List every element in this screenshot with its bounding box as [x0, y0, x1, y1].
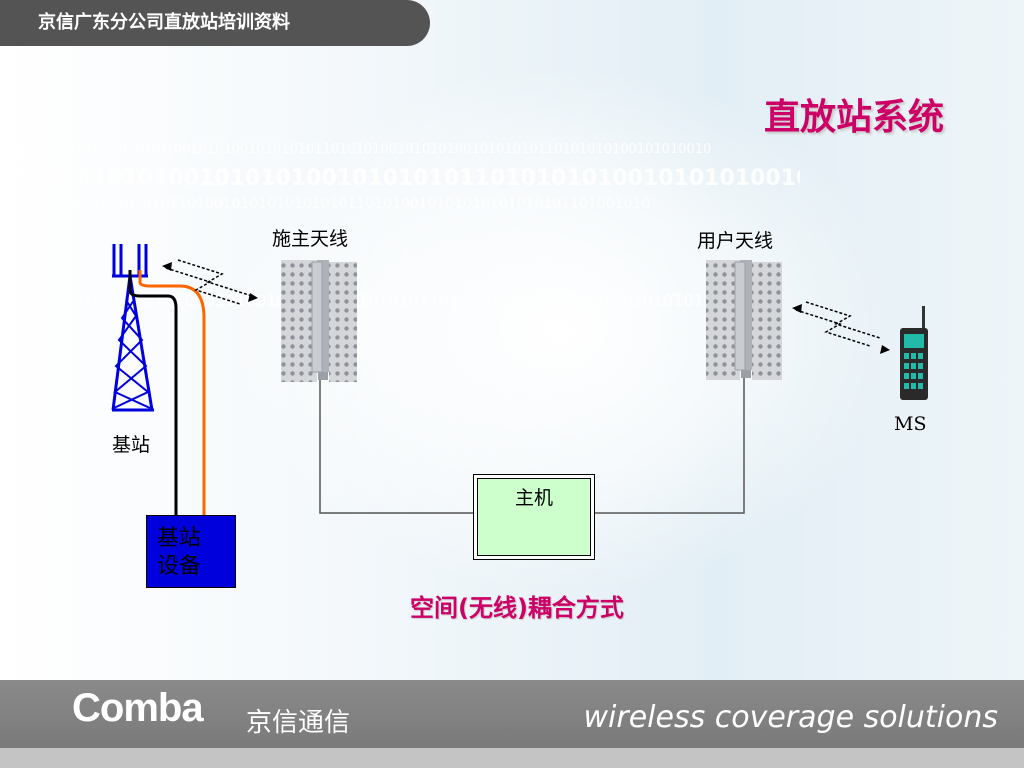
user-antenna-label: 用户天线 [697, 230, 774, 252]
footer-bar: Comba 京信通信 wireless coverage solutions [0, 680, 1024, 748]
binary-row-1: 1001010101011010101010010101001010101011… [0, 142, 712, 157]
comba-logo: Comba [72, 686, 204, 730]
donor-antenna-icon [281, 260, 357, 382]
host-unit: 主机 [473, 474, 595, 560]
bs-equipment-line-2: 设备 [157, 554, 202, 579]
binary-row-2: 0110101010100101010100101010101101010101… [0, 166, 800, 191]
base-station-equipment: 基站 设备 [146, 515, 236, 588]
comba-logo-cn: 京信通信 [246, 708, 351, 738]
ms-label: MS [894, 413, 927, 435]
base-station-label: 基站 [112, 434, 151, 456]
donor-feeder-line [319, 380, 474, 514]
mobile-phone-icon [900, 306, 928, 400]
wireless-link-ms-icon [792, 301, 890, 354]
host-label: 主机 [514, 487, 553, 509]
base-station-tower-icon [111, 244, 154, 412]
bs-equipment-line-1: 基站 [157, 526, 202, 551]
footer-slogan: wireless coverage solutions [583, 700, 999, 735]
page-title: 直放站系统 [763, 97, 944, 138]
diagram [111, 244, 928, 515]
footer-bottom-strip [0, 748, 1024, 768]
coupling-caption: 空间(无线)耦合方式 [410, 594, 624, 622]
binary-row-3: 1010010101010101010110100101010101010101… [0, 196, 651, 212]
header-tab: 京信广东分公司直放站培训资料 [0, 0, 430, 46]
user-antenna-icon [706, 260, 782, 380]
black-cable [128, 270, 178, 515]
orange-cable [138, 270, 206, 515]
wireless-link-donor-icon [162, 259, 258, 305]
donor-antenna-label: 施主天线 [272, 228, 349, 250]
header-title: 京信广东分公司直放站培训资料 [38, 12, 290, 33]
host-unit-inner [477, 478, 591, 556]
user-feeder-line [595, 378, 745, 514]
